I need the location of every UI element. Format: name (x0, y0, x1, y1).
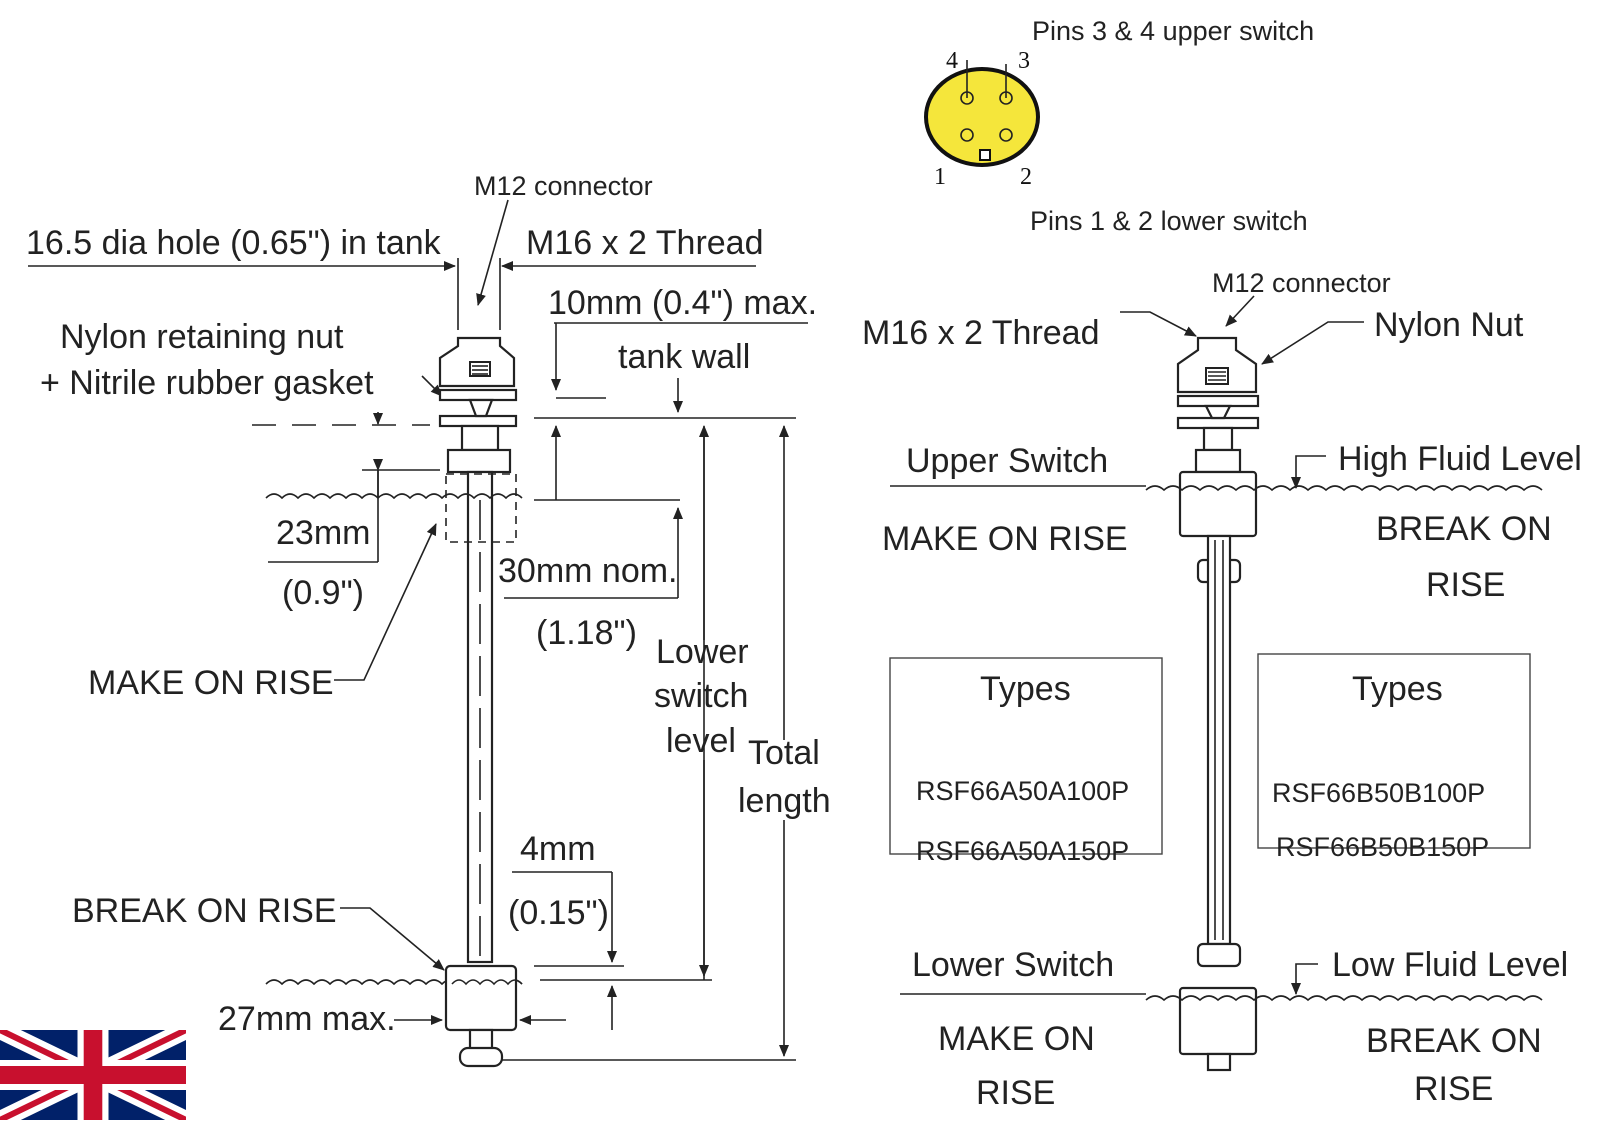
pins-lower-label: Pins 1 & 2 lower switch (1030, 206, 1308, 236)
types-b-title: Types (1352, 670, 1443, 708)
right-lower-float (1178, 986, 1258, 1056)
right-end-clip (1206, 1052, 1232, 1072)
left-thread-label: M16 x 2 Thread (526, 224, 764, 262)
lower-level-label-1: Lower (656, 633, 749, 671)
left-end-clip (458, 1046, 504, 1068)
left-make-label: MAKE ON RISE (88, 664, 334, 702)
right-neck (1204, 404, 1232, 420)
nut-label-2: + Nitrile rubber gasket (40, 364, 374, 402)
pin-1-label: 1 (934, 164, 946, 190)
pin-2-hole (999, 128, 1013, 142)
d23-label: 23mm (276, 514, 370, 552)
left-m12-leader (476, 199, 509, 306)
pin-3-label: 3 (1018, 48, 1030, 74)
max10-label: 10mm (0.4") max. (548, 284, 817, 322)
left-thread-neck (468, 398, 494, 418)
types-a-item-2: RSF66A50A150P (916, 836, 1129, 866)
right-nut-leader (1261, 321, 1364, 365)
low-level-leader (1291, 963, 1318, 995)
right-m12-label: M12 connector (1212, 268, 1391, 298)
right-thread-label: M16 x 2 Thread (862, 314, 1100, 352)
upper-break-label-2: RISE (1426, 566, 1505, 604)
high-level-label: High Fluid Level (1338, 440, 1582, 478)
high-level-leader (1291, 455, 1326, 489)
right-m12-leader (1225, 295, 1255, 327)
left-lower-float (444, 964, 518, 1032)
pin-2-label: 2 (1020, 164, 1032, 190)
lower-level-label-3: level (666, 722, 736, 760)
pin-4-label: 4 (946, 48, 958, 74)
right-thread-leader (1120, 311, 1197, 337)
total-label-1: Total (748, 734, 820, 772)
right-low-water (1145, 995, 1543, 1002)
lower-break-label-1: BREAK ON (1366, 1022, 1542, 1060)
types-a-title: Types (980, 670, 1071, 708)
types-b-box (1257, 653, 1531, 849)
lower-level-label-2: switch (654, 677, 748, 715)
left-upper-float (445, 473, 517, 543)
left-m12-label: M12 connector (474, 171, 653, 201)
left-dimension-drawing: M12 connector 16.5 dia hole (0.65") in t… (26, 171, 831, 1068)
types-b-item-2: RSF66B50B150P (1276, 832, 1489, 862)
types-a-item-1: RSF66A50A100P (916, 776, 1129, 806)
connector-key (979, 149, 991, 161)
left-break-label: BREAK ON RISE (72, 892, 337, 930)
left-washer (438, 414, 518, 428)
right-high-water (1145, 485, 1543, 492)
low-level-label: Low Fluid Level (1332, 946, 1568, 984)
types-a-box (889, 657, 1163, 855)
right-collar (1194, 448, 1242, 474)
right-nut-label: Nylon Nut (1374, 306, 1524, 344)
upper-break-label-1: BREAK ON (1376, 510, 1552, 548)
d23-in-label: (0.9") (282, 574, 364, 612)
left-stop-ring (446, 448, 512, 474)
d30-label: 30mm nom. (498, 552, 678, 590)
lower-switch-label: Lower Switch (912, 946, 1114, 984)
d30-in-label: (1.18") (536, 614, 637, 652)
pin-1-hole (960, 128, 974, 142)
d27-label: 27mm max. (218, 1000, 396, 1038)
left-break-leader (340, 907, 445, 971)
right-stem (1206, 534, 1232, 946)
d4-in-label: (0.15") (508, 894, 609, 932)
right-nut (1176, 336, 1258, 394)
right-lower-clip (1196, 942, 1242, 968)
left-gasket (438, 388, 518, 402)
d4-label: 4mm (520, 830, 596, 868)
lower-break-label-2: RISE (1414, 1070, 1493, 1108)
pins-upper-label: Pins 3 & 4 upper switch (1032, 16, 1314, 46)
uk-flag-icon (0, 1030, 186, 1120)
lower-make-label-2: RISE (976, 1074, 1055, 1112)
m12-pinout: 4 3 1 2 Pins 3 & 4 upper switch Pins 1 &… (924, 16, 1314, 236)
hole-label: 16.5 dia hole (0.65") in tank (26, 224, 442, 262)
left-upper-water (265, 493, 523, 500)
upper-make-label: MAKE ON RISE (882, 520, 1128, 558)
right-stem-top (1202, 426, 1234, 452)
left-collar (460, 424, 500, 452)
tank-wall-label: tank wall (618, 338, 750, 376)
right-gasket (1176, 394, 1260, 408)
upper-switch-label: Upper Switch (906, 442, 1108, 480)
lower-make-label-1: MAKE ON (938, 1020, 1095, 1058)
nut-label-1: Nylon retaining nut (60, 318, 344, 356)
right-washer (1176, 416, 1260, 430)
total-label-2: length (738, 782, 831, 820)
right-switch-drawing: M12 connector M16 x 2 Thread Nylon Nut U… (862, 268, 1582, 1112)
nut-leader (421, 375, 443, 397)
types-b-item-1: RSF66B50B100P (1272, 778, 1485, 808)
left-make-leader (334, 523, 437, 681)
right-upper-float (1178, 470, 1258, 538)
